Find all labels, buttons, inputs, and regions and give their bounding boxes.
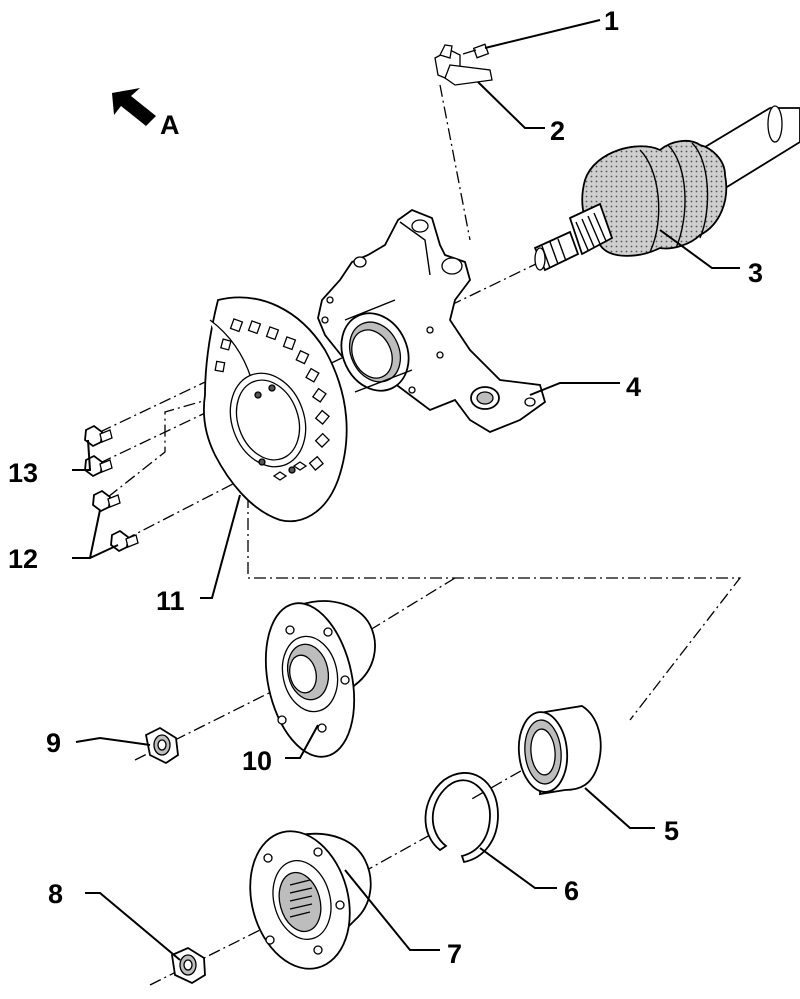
callout-7: 7	[447, 939, 462, 969]
callout-10: 10	[242, 746, 272, 776]
view-arrow-label: A	[160, 110, 180, 140]
hub-nut-lower	[171, 946, 206, 985]
callout-6: 6	[564, 876, 579, 906]
brake-shield	[202, 296, 348, 523]
callout-2: 2	[550, 116, 565, 146]
shield-bolts-13	[84, 424, 113, 478]
circlip	[424, 772, 499, 864]
wheel-carrier-knuckle	[317, 208, 547, 434]
wheel-hub	[264, 600, 376, 758]
leader-lines	[72, 19, 740, 961]
hub-nut-upper	[144, 726, 179, 765]
wheel-flange	[249, 830, 372, 970]
shield-bolts-12	[92, 489, 139, 553]
callout-1: 1	[604, 6, 619, 36]
callout-5: 5	[664, 816, 679, 846]
callout-12: 12	[8, 544, 38, 574]
callout-3: 3	[748, 258, 763, 288]
callout-8: 8	[48, 879, 63, 909]
wheel-bearing	[517, 705, 602, 796]
callout-9: 9	[46, 728, 61, 758]
callout-13: 13	[8, 458, 38, 488]
callout-4: 4	[626, 372, 641, 402]
view-direction-arrow	[112, 88, 156, 126]
drive-shaft	[533, 105, 800, 272]
bracket-assembly	[434, 43, 493, 86]
callout-11: 11	[156, 586, 185, 616]
